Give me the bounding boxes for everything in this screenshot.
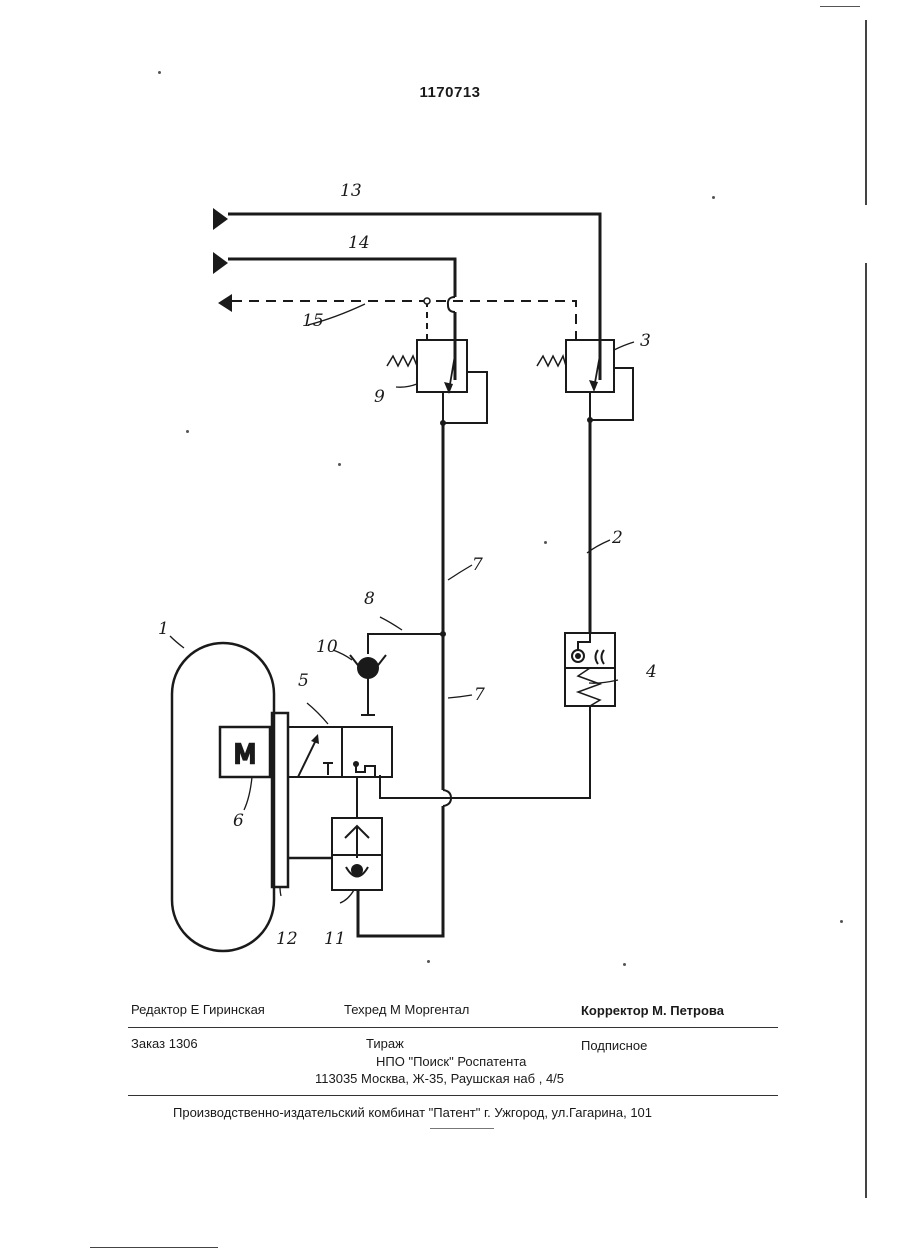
- line-13: [213, 208, 600, 380]
- valve-9: [387, 340, 487, 423]
- label-7-lower: 7: [474, 685, 485, 705]
- subscription-label: Подписное: [581, 1038, 647, 1053]
- techred-credit: Техред М Моргентал: [344, 1002, 469, 1017]
- line-2: [380, 418, 593, 799]
- label-9: 9: [374, 387, 385, 407]
- editor-credit: Редактор Е Гиринская: [131, 1002, 265, 1017]
- shaft-12: [272, 713, 332, 887]
- label-10: 10: [316, 637, 338, 657]
- tank-1: [172, 643, 274, 951]
- speck: [623, 963, 626, 966]
- motor-6: M: [220, 727, 270, 777]
- label-4: 4: [645, 662, 657, 682]
- speck: [544, 541, 547, 544]
- line-8: [368, 634, 443, 654]
- label-6: 6: [233, 811, 244, 831]
- hydraulic-schematic: M: [0, 0, 900, 1000]
- speck: [427, 960, 430, 963]
- scan-edge-lower: [865, 263, 867, 1198]
- address: 113035 Москва, Ж-35, Раушская наб , 4/5: [315, 1071, 564, 1086]
- publisher: Производственно-издательский комбинат "П…: [173, 1105, 652, 1120]
- label-13: 13: [340, 181, 362, 201]
- scan-mark-top: [820, 6, 860, 7]
- label-8: 8: [364, 589, 375, 609]
- distributor-5: [288, 727, 392, 777]
- organization: НПО "Поиск" Роспатента: [376, 1054, 526, 1069]
- label-1: 1: [158, 619, 169, 639]
- label-2: 2: [611, 528, 623, 548]
- speck: [712, 196, 715, 199]
- label-15: 15: [302, 311, 324, 331]
- filter-4: [565, 633, 615, 706]
- motor-symbol: M: [234, 740, 256, 770]
- line-14: [213, 252, 455, 380]
- scan-mark-bottom: [90, 1247, 218, 1248]
- rule-top: [128, 1027, 778, 1028]
- publisher-underline: [430, 1128, 494, 1129]
- order-number: Заказ 1306: [131, 1036, 198, 1051]
- rule-bottom: [128, 1095, 778, 1096]
- speck: [338, 463, 341, 466]
- speck: [158, 71, 161, 74]
- line-15: [218, 294, 576, 340]
- check-valve-10: [350, 655, 386, 715]
- label-7-upper: 7: [472, 555, 483, 575]
- label-5: 5: [298, 671, 309, 691]
- speck: [186, 430, 189, 433]
- label-14: 14: [348, 233, 370, 253]
- check-valve-11: [332, 777, 382, 890]
- corrector-credit: Корректор М. Петрова: [581, 1003, 724, 1018]
- label-3: 3: [640, 331, 651, 351]
- valve-3: [537, 340, 633, 420]
- speck: [840, 920, 843, 923]
- scan-edge-upper: [865, 20, 867, 205]
- circulation-label: Тираж: [366, 1036, 404, 1051]
- label-12: 12: [276, 929, 298, 949]
- label-11: 11: [324, 929, 346, 949]
